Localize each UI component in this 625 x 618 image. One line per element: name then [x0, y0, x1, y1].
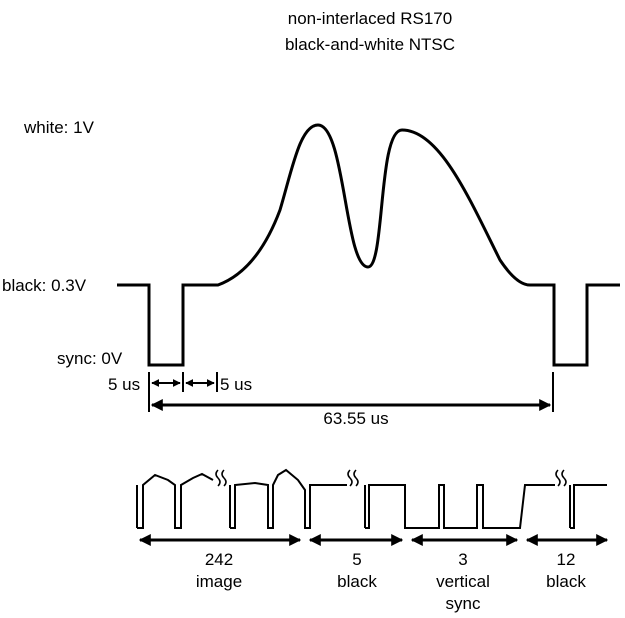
- black2-count: 12: [557, 550, 576, 569]
- vsync-count: 3: [458, 550, 467, 569]
- break-squiggles: [215, 469, 567, 487]
- image-count: 242: [205, 550, 233, 569]
- black-label: black: [337, 572, 377, 591]
- line-period-label: 63.55 us: [323, 409, 388, 428]
- vsync-label-2: sync: [446, 594, 481, 613]
- line-waveform: [117, 123, 620, 367]
- white-level-label: white: 1V: [23, 118, 95, 137]
- title-line-1: non-interlaced RS170: [288, 9, 452, 28]
- vsync-label: vertical: [436, 572, 490, 591]
- black-level-label: black: 0.3V: [2, 276, 87, 295]
- black2-label: black: [546, 572, 586, 591]
- front-porch-label: 5 us: [108, 375, 140, 394]
- timing-markers: [148, 372, 554, 412]
- back-porch-label: 5 us: [220, 375, 252, 394]
- image-label: image: [196, 572, 242, 591]
- black-count: 5: [352, 550, 361, 569]
- sync-level-label: sync: 0V: [57, 349, 123, 368]
- frame-waveform: [136, 468, 607, 529]
- title-line-2: black-and-white NTSC: [285, 35, 455, 54]
